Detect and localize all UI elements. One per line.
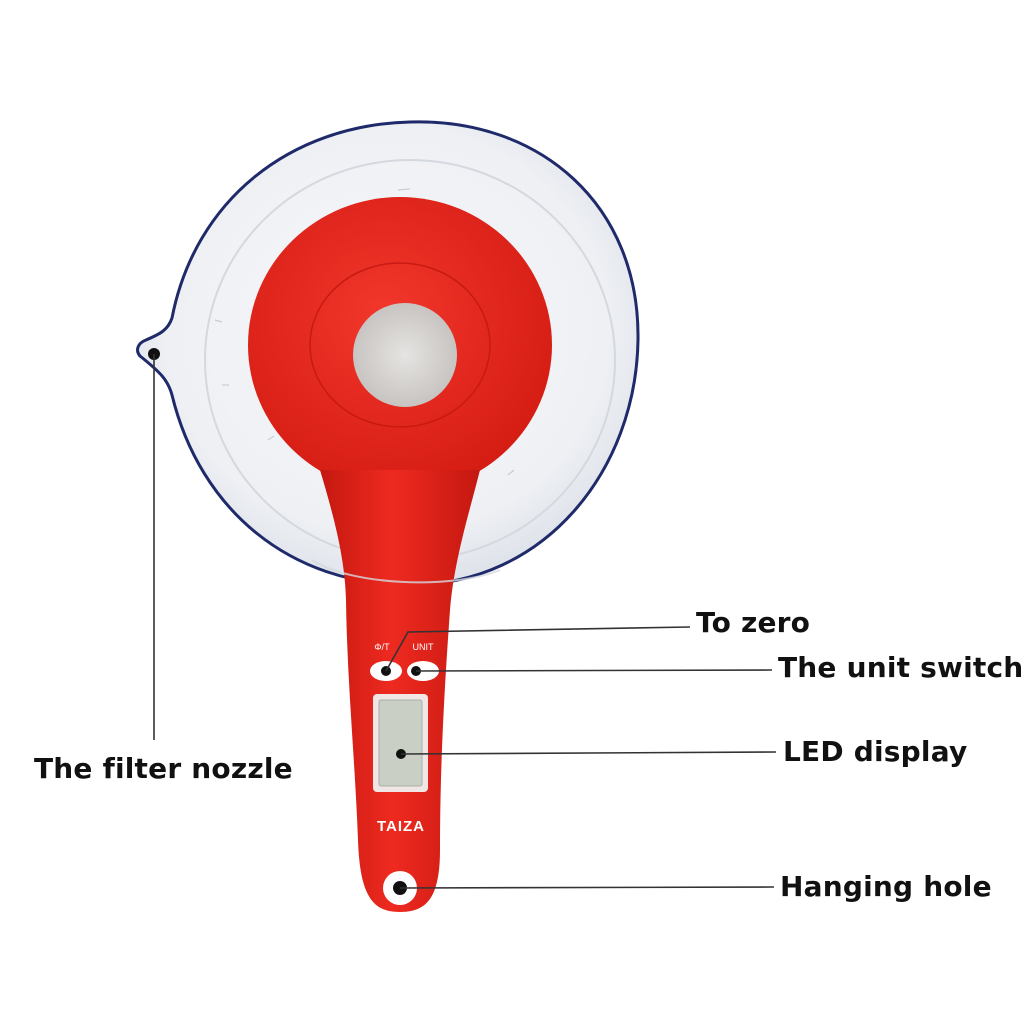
callout-led-display: LED display [783, 735, 968, 768]
leader-lines [153, 354, 777, 889]
leader-hanging-hole [399, 886, 775, 889]
handle: Φ/T UNIT TAIZA [311, 470, 501, 912]
led-display [378, 699, 423, 787]
unit-button-label: UNIT [413, 642, 434, 652]
weighing-platform [248, 197, 552, 493]
callout-unit-switch: The unit switch [778, 651, 1024, 684]
callout-to-zero: To zero [696, 606, 811, 639]
leader-to-zero [385, 626, 691, 672]
callout-filter-nozzle: The filter nozzle [34, 752, 293, 785]
center-sensor-plate [353, 303, 457, 407]
callout-hanging-hole: Hanging hole [780, 870, 992, 903]
leader-led-display [400, 751, 777, 755]
leader-unit-switch [415, 669, 773, 672]
tare-button-label: Φ/T [374, 642, 390, 652]
brand-logo: TAIZA [377, 818, 425, 835]
